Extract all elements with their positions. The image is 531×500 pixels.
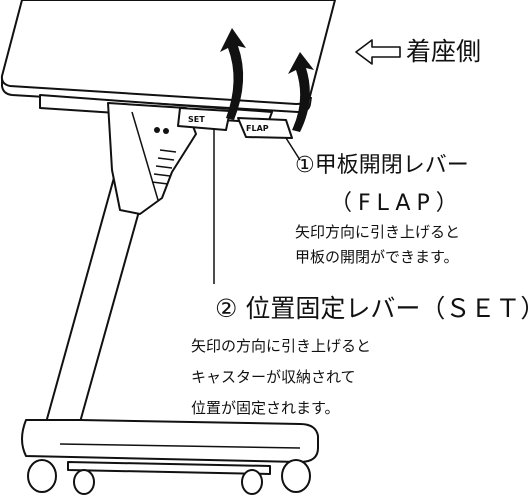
base-frame	[21, 419, 319, 463]
set-tag: SET	[188, 115, 205, 124]
set-lever	[177, 107, 231, 131]
left-hollow-arrow-icon	[355, 39, 401, 65]
set-lever-desc-2: キャスターが収納されて	[191, 368, 356, 386]
flap-lever-title: ①甲板開閉レバー	[295, 153, 469, 178]
curved-up-arrow-icon	[288, 52, 314, 132]
gas-spring	[151, 149, 177, 185]
set-lever-desc-3: 位置が固定されます。	[191, 399, 340, 417]
curved-up-arrow-icon	[220, 28, 246, 120]
casters	[27, 459, 311, 495]
flap-lever-subtitle: （FLAP）	[330, 191, 464, 216]
seat-side-label: 着座側	[406, 37, 482, 66]
flap-tag: FLAP	[246, 124, 269, 133]
table-top	[0, 0, 336, 105]
flap-lever-desc-2: 甲板の開閉ができます。	[295, 248, 459, 266]
set-lever-desc-1: 矢印の方向に引き上げると	[191, 337, 372, 355]
base-tray	[67, 461, 271, 475]
set-lever-title: ② 位置固定レバー（ＳＥＴ）	[215, 294, 531, 323]
flap-lever	[237, 117, 293, 139]
flap-leader-line	[285, 137, 301, 161]
flap-lever-desc-1: 矢印方向に引き上げると	[295, 223, 461, 241]
